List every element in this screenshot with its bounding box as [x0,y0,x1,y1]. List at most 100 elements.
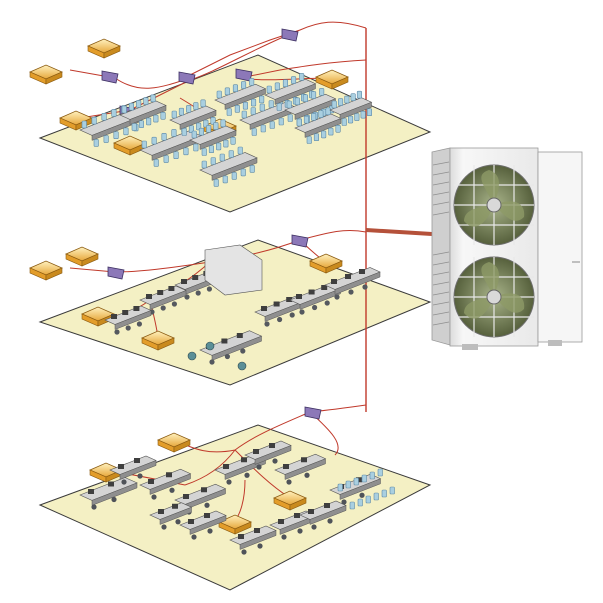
chair-icon [209,359,215,365]
outdoor-unit-foot [462,344,478,350]
chair-icon [353,477,359,486]
chair-icon [287,114,293,122]
monitor-icon [223,464,229,469]
chair-icon [241,81,247,89]
monitor-icon [148,479,154,484]
table-front [339,478,381,500]
chair-icon [302,94,309,102]
middle-floor-furniture [104,244,381,371]
trunk-to-outdoor-unit [365,228,433,236]
cassette-unit-icon [29,260,63,281]
chair-icon [160,112,166,120]
chair-icon [161,524,167,530]
chair-icon [269,121,275,129]
chair-icon [223,139,229,148]
table-front [91,482,138,506]
chair-icon [249,78,255,86]
chair-icon [91,504,97,510]
chair-icon [187,351,197,361]
ceiling-unit-icon [107,266,125,280]
table-front [159,506,192,525]
chair-icon [286,100,292,109]
chair-icon [286,479,292,485]
chair-icon [241,110,247,119]
chair-icon [282,79,289,87]
monitor-icon [294,513,300,518]
chair-icon [299,309,305,315]
monitor-icon [157,290,164,295]
chair-icon [91,116,97,125]
chair-icon [354,113,360,121]
monitor-icon [122,310,129,315]
chair-icon [232,84,238,92]
chair-icon [206,286,212,292]
chair-icon [150,94,156,103]
outdoor-unit-foot [548,340,562,346]
monitor-icon [278,519,284,524]
chair-icon [103,135,109,143]
chair-icon [153,114,159,123]
monitor-icon [308,509,314,514]
table-front [224,88,266,110]
monitor-icon [253,449,259,454]
chair-icon [249,165,255,173]
ceiling-unit-icon [304,406,322,420]
monitor-icon [158,509,164,514]
chair-icon [121,479,127,485]
chair-icon [328,127,334,136]
outdoor-fan-icon [453,164,535,246]
ceiling-unit-icon [291,234,309,248]
chair-icon [171,129,177,137]
chair-icon [281,534,287,540]
chair-icon [357,498,363,507]
chair-icon [81,120,87,129]
chair-icon [237,361,247,371]
table-front [211,335,262,361]
cassette-unit-icon [315,69,349,90]
chair-icon [278,117,284,126]
monitor-icon [183,494,189,499]
chair-icon [260,124,266,133]
ceiling-unit-icon [178,71,196,85]
outdoor-unit-louvers [432,161,450,326]
chair-icon [216,142,222,151]
chair-icon [153,159,159,167]
chair-icon [114,329,120,335]
monitor-icon [201,487,207,493]
cassette-unit-icon [218,514,252,535]
chair-icon [146,117,152,126]
chair-icon [198,127,204,136]
monitor-icon [111,314,117,319]
monitor-icon [204,513,210,518]
monitor-icon [359,269,365,274]
chair-icon [201,160,207,169]
chair-icon [345,480,351,489]
cassette-unit-icon [65,246,99,267]
ceiling-unit-icon [101,70,119,84]
chair-icon [141,140,147,149]
chair-icon [268,100,274,108]
chair-icon [277,316,283,323]
chair-icon [297,528,303,534]
table-front [114,310,152,330]
monitor-icon [238,534,244,539]
chair-icon [205,341,215,351]
chair-icon [222,175,228,184]
chair-icon [128,102,134,111]
table-front [254,445,292,465]
monitor-icon [308,289,315,295]
monitor-icon [331,279,337,284]
chair-icon [337,483,343,492]
chair-icon [151,136,157,145]
table-front [284,458,326,480]
outdoor-fan-icon [453,256,535,338]
chair-icon [216,90,222,99]
chair-icon [195,290,201,296]
monitor-icon [181,279,187,284]
lower-floor-furniture [79,440,395,555]
monitor-icon [168,286,175,291]
chair-icon [348,289,354,295]
chair-icon [290,76,297,84]
monitor-icon [166,472,172,478]
